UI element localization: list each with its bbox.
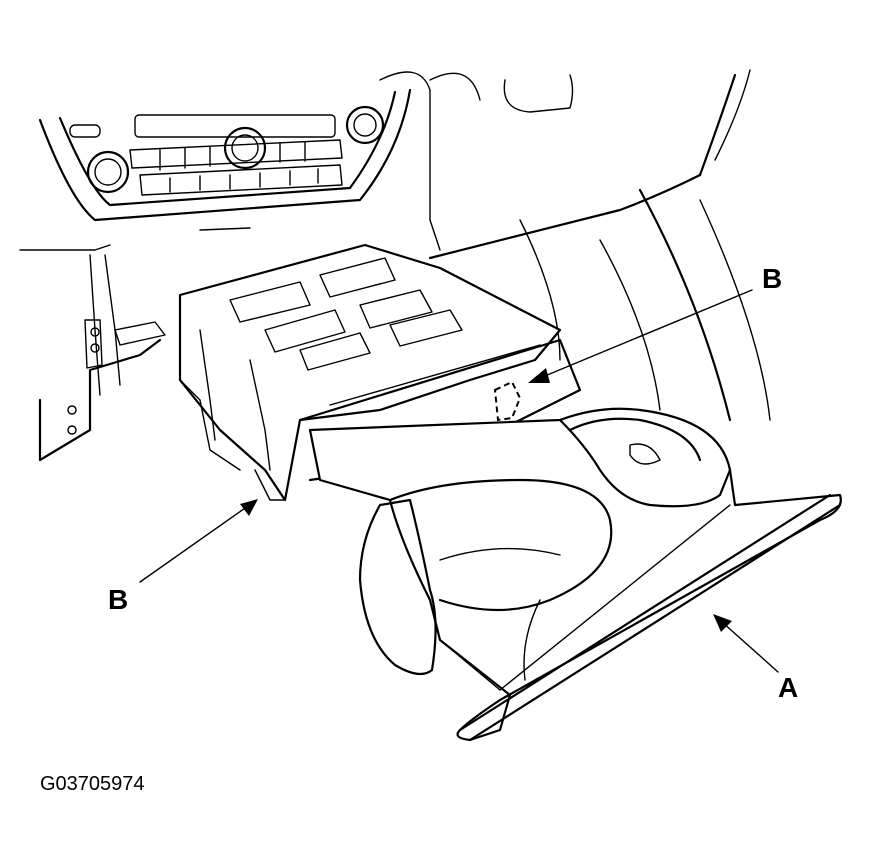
leader-a: [721, 621, 779, 673]
arrowhead-b-lower-icon: [240, 499, 258, 516]
arrowhead-b-upper-icon: [528, 368, 550, 383]
climate-control-panel: [69, 105, 385, 196]
center-console-outline: [19, 69, 771, 422]
callout-a: A: [778, 672, 799, 703]
callout-b-lower: B: [108, 584, 129, 615]
leader-b-lower: [139, 505, 249, 583]
center-knob-icon: [223, 126, 267, 170]
right-knob-icon: [345, 105, 385, 145]
left-mount-bracket: [38, 254, 166, 462]
figure-id: G03705974: [40, 773, 145, 795]
hidden-clip-marker: [493, 380, 522, 422]
leader-b-upper: [539, 289, 753, 379]
callout-b-upper: B: [762, 263, 783, 294]
left-knob-icon: [86, 150, 130, 194]
console-box-unit: [178, 243, 582, 502]
callout-leaders: [139, 289, 779, 673]
arrowhead-a-icon: [713, 614, 732, 632]
cup-holder-tray: [308, 407, 842, 742]
